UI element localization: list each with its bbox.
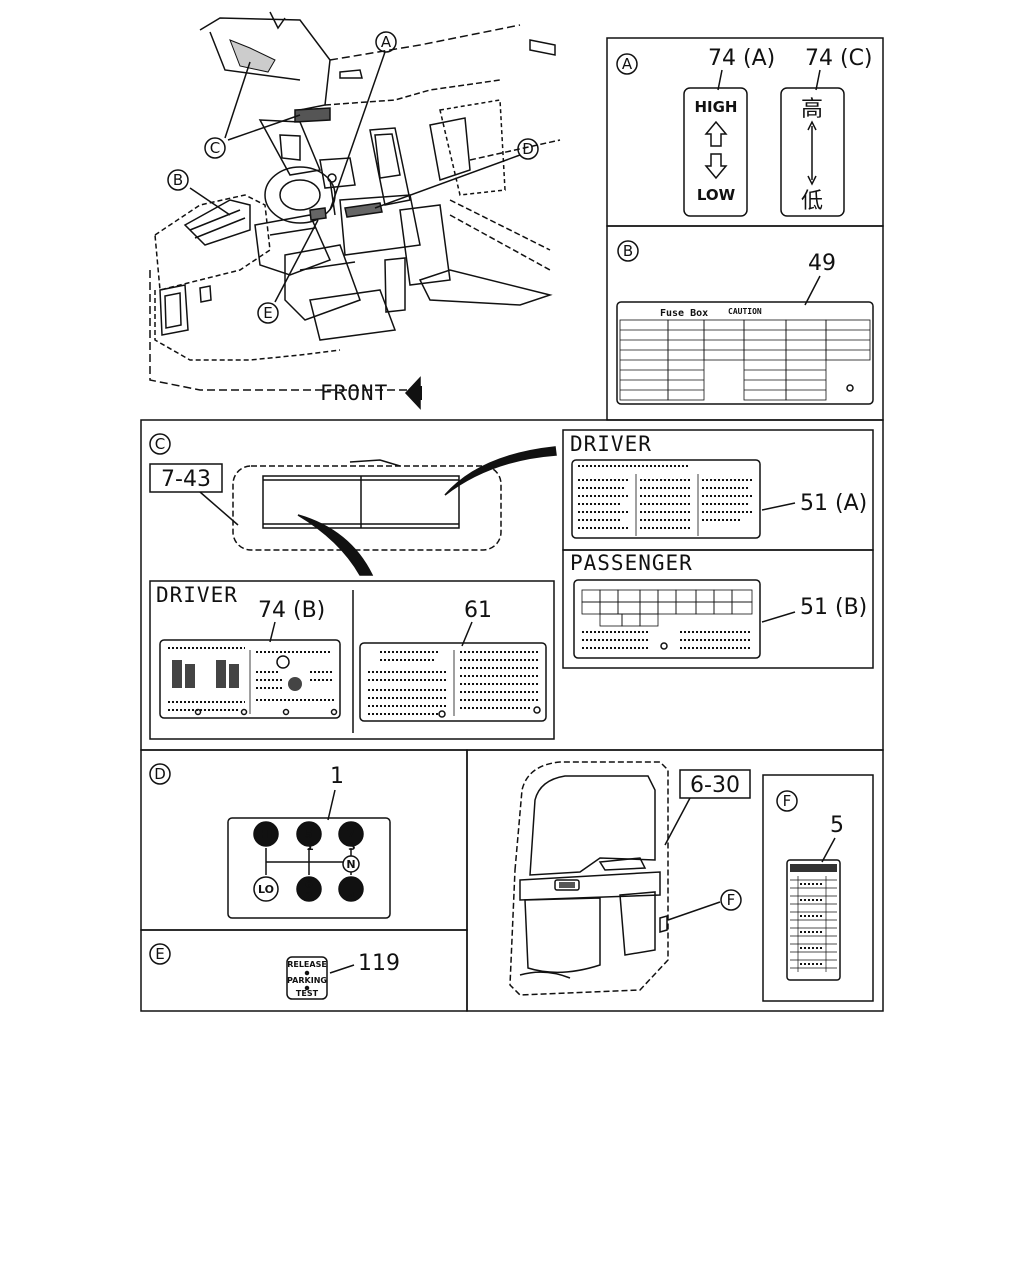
panel-e-callout: E [155,945,164,963]
svg-text:1: 1 [306,840,314,853]
svg-text:RELEASE: RELEASE [287,960,327,969]
part-74b-label: 74 (B) [258,598,325,623]
svg-text:A: A [381,33,392,51]
svg-text:N: N [346,858,355,871]
part-51a-label: 51 (A) [800,491,867,516]
svg-text:CAUTION: CAUTION [728,307,762,316]
panel-f-frame [466,749,884,1012]
part-1-label: 1 [330,764,344,789]
fuse-box-label: Fuse Box CAUTION [616,301,874,405]
panel-d-callout: D [154,765,166,783]
driver-left-label: DRIVER [156,583,238,607]
part-74c-label: 74 (C) [805,46,873,71]
panel-b-frame [606,225,884,421]
panel-c-callout: C [155,435,165,453]
svg-text:Fuse Box: Fuse Box [660,308,708,319]
svg-text:D: D [522,140,534,158]
callout-f-door: F [727,891,736,909]
door-drawing [509,761,669,996]
part-5-label: 5 [830,813,844,838]
svg-text:6: 6 [305,878,313,891]
svg-text:HIGH: HIGH [694,98,737,116]
caution-label-51a [571,459,761,539]
part-74a-label: 74 (A) [708,46,775,71]
panel-f-callout: F [783,792,792,810]
passenger-label: PASSENGER [570,551,693,575]
part-119-label: 119 [358,951,400,976]
shift-pattern-label: HI 5 7 1 3 N LO 6 2 4 [227,817,391,919]
kanji-high-low-label: 高 低 [780,87,845,217]
svg-text:低: 低 [801,189,823,214]
sun-visor-drawing [232,446,557,576]
parking-brake-label: RELEASE PARKING TEST [286,956,328,1000]
svg-text:LOW: LOW [697,186,736,204]
passenger-51b-box [562,549,874,669]
ref-7-43-box [149,463,223,493]
callout-e-top: E [257,302,279,324]
svg-text:HI: HI [259,828,272,841]
callout-d-top: D [517,138,539,160]
svg-text:5: 5 [305,828,313,841]
callout-c-top: C [204,137,226,159]
part-61-label: 61 [464,598,492,623]
parking-label-74b [159,639,341,719]
ref-6-30-box [679,769,751,799]
svg-text:PARKING: PARKING [287,976,327,985]
part-51b-label: 51 (B) [800,595,867,620]
callout-b-top: B [167,169,189,191]
svg-text:C: C [210,139,220,157]
svg-text:TEST: TEST [296,989,319,998]
fuse-chart-label [786,859,841,981]
svg-text:2: 2 [305,890,313,903]
cab-interior-drawing [149,11,561,391]
svg-text:4: 4 [347,890,355,903]
symbol-label-51b [573,579,761,659]
driver-right-label: DRIVER [570,432,652,456]
ref-6-30-label: 6-30 [690,773,740,798]
part-49-label: 49 [808,251,836,276]
driver-74b-61-box [149,580,555,740]
svg-text:高: 高 [801,97,823,122]
ref-7-43-label: 7-43 [161,467,211,492]
high-low-label: HIGH LOW [683,87,748,217]
svg-text:7: 7 [347,828,355,841]
panel-a-callout: A [622,55,633,73]
svg-text:E: E [263,304,272,322]
front-label: FRONT [320,381,388,405]
svg-text:B: B [173,171,183,189]
panel-b-callout: B [623,242,633,260]
svg-text:3: 3 [348,840,356,853]
callout-a-top: A [375,31,397,53]
svg-text:LO: LO [258,883,274,896]
panel-f-detail-box [762,774,874,1002]
caution-label-61 [359,642,547,722]
